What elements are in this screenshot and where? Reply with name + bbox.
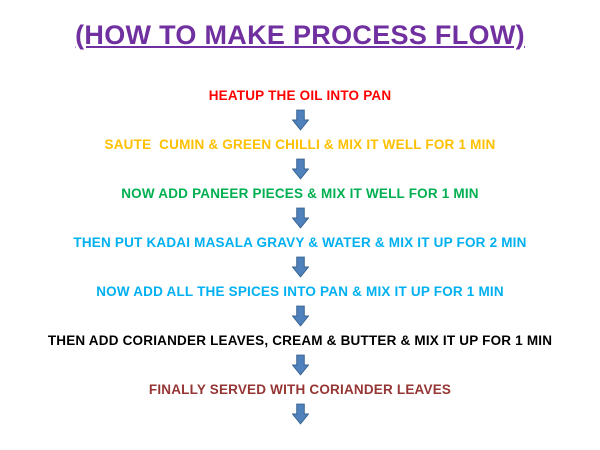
flow-step-5-label: NOW ADD ALL THE SPICES INTO PAN & MIX IT… — [96, 284, 504, 299]
process-flow: HEATUP THE OIL INTO PAN SAUTE CUMIN & GR… — [48, 87, 552, 430]
page-title: (HOW TO MAKE PROCESS FLOW) — [75, 20, 525, 50]
down-arrow-icon — [291, 305, 309, 327]
flow-step-7-label: FINALLY SERVED WITH CORIANDER LEAVES — [148, 382, 452, 397]
flow-step-2-label: SAUTE CUMIN & GREEN CHILLI & MIX IT WELL… — [104, 137, 496, 152]
flow-step-4-label: THEN PUT KADAI MASALA GRAVY & WATER & MI… — [73, 235, 527, 250]
down-arrow-icon — [291, 109, 309, 131]
down-arrow-icon — [291, 403, 309, 425]
down-arrow-icon — [291, 354, 309, 376]
flow-step-6-label: THEN ADD CORIANDER LEAVES, CREAM & BUTTE… — [47, 333, 553, 348]
down-arrow-icon — [291, 158, 309, 180]
flow-step-1-label: HEATUP THE OIL INTO PAN — [208, 88, 392, 103]
down-arrow-icon — [291, 256, 309, 278]
down-arrow-icon — [291, 207, 309, 229]
flow-step-3-label: NOW ADD PANEER PIECES & MIX IT WELL FOR … — [121, 186, 479, 201]
